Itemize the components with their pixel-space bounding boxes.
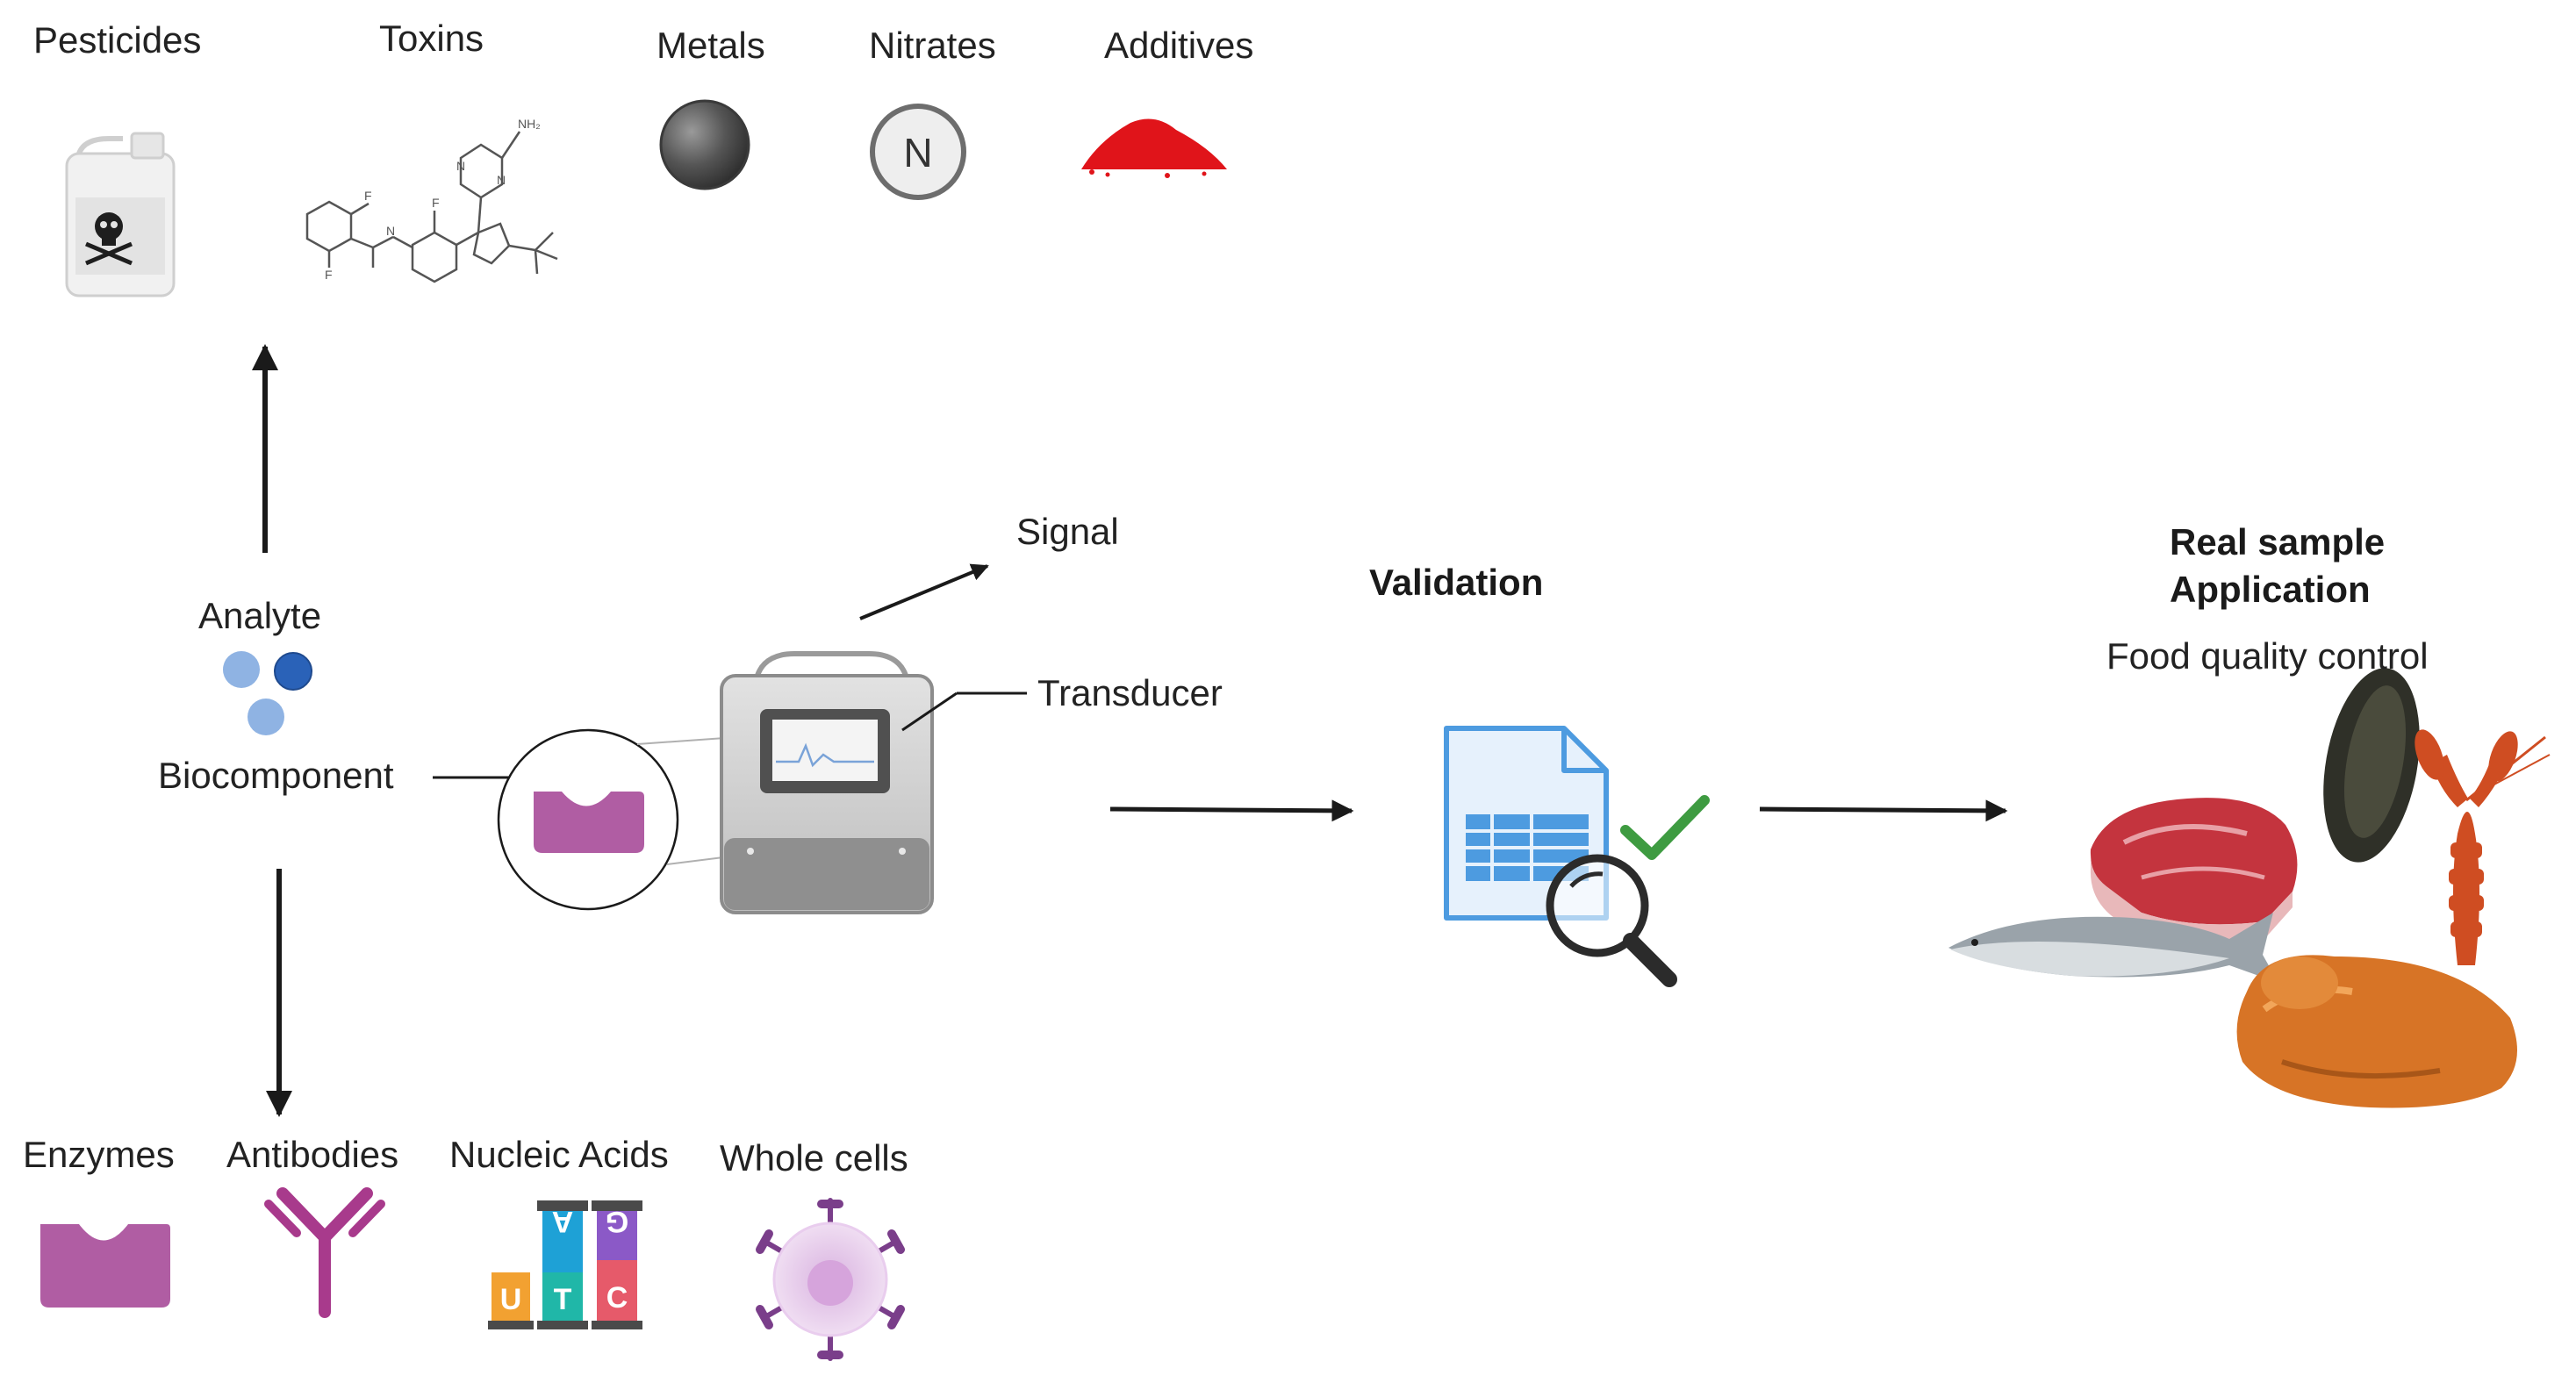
transducer-pointer-line	[901, 691, 1027, 732]
analyte-label: Analyte	[198, 595, 322, 636]
ring-nitrogen-label: N	[497, 173, 506, 187]
transducer-label: Transducer	[1037, 672, 1223, 713]
application-title-line2: Application	[2170, 569, 2371, 610]
toxin-molecule-icon	[305, 131, 558, 283]
amine-label: NH₂	[518, 117, 541, 131]
arrow-to-validation	[1109, 799, 1354, 822]
magnifier-icon	[1546, 854, 1677, 987]
enzymes-label: Enzymes	[23, 1134, 175, 1175]
toxins-label: Toxins	[379, 18, 484, 59]
halogen-label: F	[432, 196, 440, 210]
nitrate-symbol-icon: N	[870, 104, 966, 200]
metals-label: Metals	[657, 25, 765, 66]
metal-sphere-icon	[659, 99, 750, 190]
steak-icon	[2090, 798, 2298, 942]
fish-icon	[1948, 913, 2278, 983]
receptor-magnifier-circle	[497, 728, 738, 911]
validation-title: Validation	[1369, 562, 1544, 603]
whole-cell-icon	[756, 1198, 905, 1361]
base-g: G	[606, 1205, 628, 1238]
pesticides-label: Pesticides	[33, 19, 202, 61]
nitrate-symbol-letter: N	[903, 130, 932, 176]
application-title-line1: Real sample	[2170, 521, 2386, 562]
whole-cells-label: Whole cells	[720, 1137, 908, 1179]
chicken-icon	[2236, 955, 2517, 1108]
arrow-signal	[859, 563, 989, 620]
amide-nitrogen-label: N	[386, 224, 395, 238]
nucleic-acids-label: Nucleic Acids	[449, 1134, 669, 1175]
antibody-icon	[264, 1187, 385, 1318]
signal-label: Signal	[1016, 511, 1119, 552]
base-a: A	[552, 1205, 574, 1238]
nitrates-label: Nitrates	[869, 25, 996, 66]
nucleic-acid-icon: U A T G C	[488, 1200, 642, 1329]
halogen-label: F	[364, 189, 372, 203]
biocomponent-label: Biocomponent	[158, 755, 394, 796]
arrow-to-application	[1759, 799, 2008, 822]
check-mark-icon	[1620, 795, 1710, 860]
base-c: C	[606, 1281, 628, 1315]
additive-powder-icon	[1081, 118, 1227, 178]
analyte-molecules-icon	[223, 651, 312, 735]
toxin-atom-labels: NH₂ N N N F F F	[325, 117, 541, 282]
transducer-device-icon	[720, 651, 934, 914]
antibodies-label: Antibodies	[226, 1134, 399, 1175]
ring-nitrogen-label: N	[456, 159, 465, 173]
base-u: U	[500, 1283, 522, 1316]
application-subtitle: Food quality control	[2106, 635, 2429, 677]
lobster-icon	[2415, 729, 2551, 965]
enzyme-icon	[40, 1224, 170, 1308]
pesticide-jug-icon	[65, 132, 176, 297]
additives-label: Additives	[1104, 25, 1254, 66]
halogen-label: F	[325, 268, 333, 282]
base-t: T	[554, 1283, 572, 1316]
mussel-icon	[2323, 668, 2420, 863]
